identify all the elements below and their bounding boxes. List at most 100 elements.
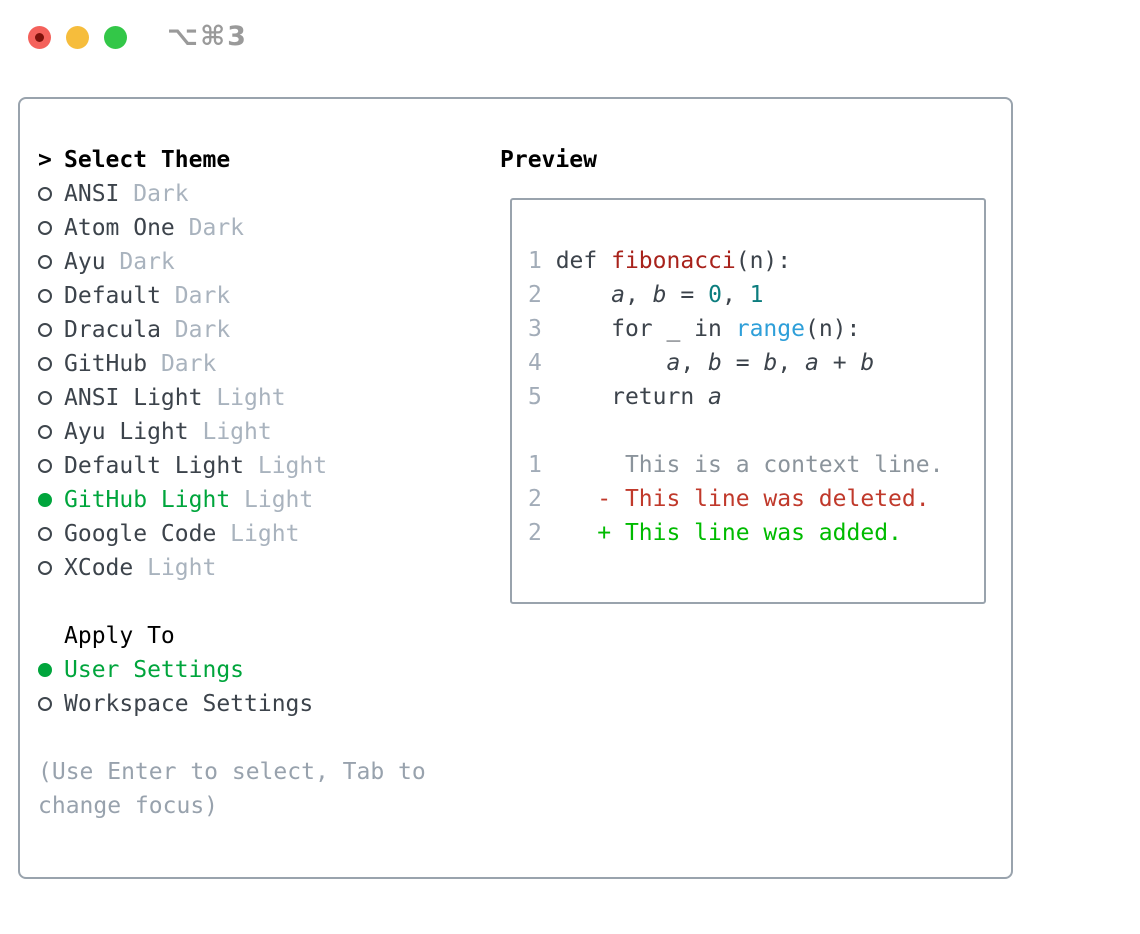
radio-unselected-icon: [38, 221, 52, 235]
variant-tag: Light: [244, 453, 328, 479]
code-token: ,: [721, 282, 750, 308]
variant-tag: Light: [188, 419, 272, 445]
theme-option[interactable]: GitHub Dark: [38, 347, 500, 381]
code-token: a: [708, 384, 722, 410]
radio-unselected-icon: [38, 697, 52, 711]
preview-column: Preview 1 def fibonacci(n):2 a, b = 0, 1…: [500, 143, 1011, 877]
code-token: +: [818, 350, 861, 376]
variant-tag: Dark: [105, 249, 175, 275]
code-token: b: [763, 350, 778, 376]
option-label: Atom One: [64, 215, 175, 241]
option-label: Ayu Light: [64, 419, 189, 445]
select-theme-header: > Select Theme: [38, 143, 500, 177]
code-token: [542, 350, 667, 376]
option-label: GitHub Light: [64, 487, 231, 513]
theme-option[interactable]: Ayu Dark: [38, 245, 500, 279]
spacer: [38, 585, 500, 619]
code-token: a: [611, 282, 625, 308]
theme-option[interactable]: ANSI Dark: [38, 177, 500, 211]
preview-code-line: 2 + This line was added.: [528, 516, 984, 550]
line-number: 4: [528, 350, 542, 376]
variant-tag: Dark: [160, 317, 231, 343]
apply-to-title: Apply To: [64, 623, 175, 649]
code-token: range: [735, 316, 805, 342]
code-token: return: [541, 384, 709, 410]
select-theme-title: Select Theme: [64, 147, 231, 173]
preview-code-line: 4 a, b = b, a + b: [528, 346, 984, 380]
preview-title: Preview: [500, 147, 597, 173]
preview-code-line: 5 return a: [528, 380, 984, 414]
preview-code-line: 3 for _ in range(n):: [528, 312, 984, 346]
theme-option[interactable]: Ayu Light Light: [38, 415, 500, 449]
code-token: ,: [624, 282, 653, 308]
window-title: ⌥⌘3: [167, 21, 248, 52]
code-token: a: [666, 350, 681, 376]
code-token: - This line was deleted.: [541, 486, 930, 512]
preview-code-line: 1 This is a context line.: [528, 448, 984, 482]
preview-code-line: 2 a, b = 0, 1: [528, 278, 984, 312]
apply-to-option[interactable]: User Settings: [38, 653, 500, 687]
theme-option[interactable]: Dracula Dark: [38, 313, 500, 347]
code-token: =: [721, 350, 764, 376]
line-number: 2: [528, 486, 542, 512]
radio-unselected-icon: [38, 289, 52, 303]
line-number: 2: [528, 520, 542, 546]
option-label: Workspace Settings: [64, 691, 314, 717]
variant-tag: Light: [216, 521, 300, 547]
code-token: =: [666, 282, 709, 308]
option-label: Ayu: [64, 249, 106, 275]
minimize-button[interactable]: [66, 26, 89, 49]
traffic-lights: [28, 26, 127, 49]
apply-to-option[interactable]: Workspace Settings: [38, 687, 500, 721]
radio-unselected-icon: [38, 391, 52, 405]
line-number: 1: [528, 452, 542, 478]
option-label: Dracula: [64, 317, 161, 343]
code-token: fibonacci: [611, 248, 736, 274]
variant-tag: Dark: [160, 283, 231, 309]
code-token: 1: [749, 282, 764, 308]
variant-tag: Dark: [147, 351, 217, 377]
code-token: b: [708, 350, 722, 376]
code-token: ,: [777, 350, 806, 376]
option-label: XCode: [64, 555, 134, 581]
close-button[interactable]: [28, 26, 51, 49]
radio-unselected-icon: [38, 357, 52, 371]
code-token: (n):: [804, 316, 861, 342]
theme-option[interactable]: Google Code Light: [38, 517, 500, 551]
variant-tag: Dark: [174, 215, 245, 241]
preview-code-line: 2 - This line was deleted.: [528, 482, 984, 516]
code-token: ,: [680, 350, 709, 376]
theme-option[interactable]: Atom One Dark: [38, 211, 500, 245]
theme-option[interactable]: XCode Light: [38, 551, 500, 585]
code-token: [542, 282, 611, 308]
code-token: b: [652, 282, 667, 308]
radio-selected-icon: [38, 493, 52, 507]
theme-option[interactable]: Default Light Light: [38, 449, 500, 483]
code-token: a: [805, 350, 819, 376]
preview-blank-line: [528, 414, 984, 448]
variant-tag: Light: [202, 385, 286, 411]
title-bar: ⌥⌘3: [0, 0, 1140, 97]
option-label: Default Light: [64, 453, 245, 479]
theme-option[interactable]: GitHub Light Light: [38, 483, 500, 517]
code-token: + This line was added.: [541, 520, 902, 546]
theme-option[interactable]: ANSI Light Light: [38, 381, 500, 415]
theme-option[interactable]: Default Dark: [38, 279, 500, 313]
keyboard-hint: (Use Enter to select, Tab to change focu…: [38, 759, 426, 819]
zoom-button[interactable]: [104, 26, 127, 49]
variant-tag: Dark: [119, 181, 189, 207]
radio-unselected-icon: [38, 459, 52, 473]
prompt-caret: >: [38, 147, 52, 173]
option-label: Default: [64, 283, 161, 309]
option-label: ANSI Light: [64, 385, 203, 411]
code-token: (n):: [735, 248, 792, 274]
radio-unselected-icon: [38, 425, 52, 439]
radio-unselected-icon: [38, 187, 52, 201]
code-token: def: [541, 248, 612, 274]
line-number: 3: [528, 316, 542, 342]
